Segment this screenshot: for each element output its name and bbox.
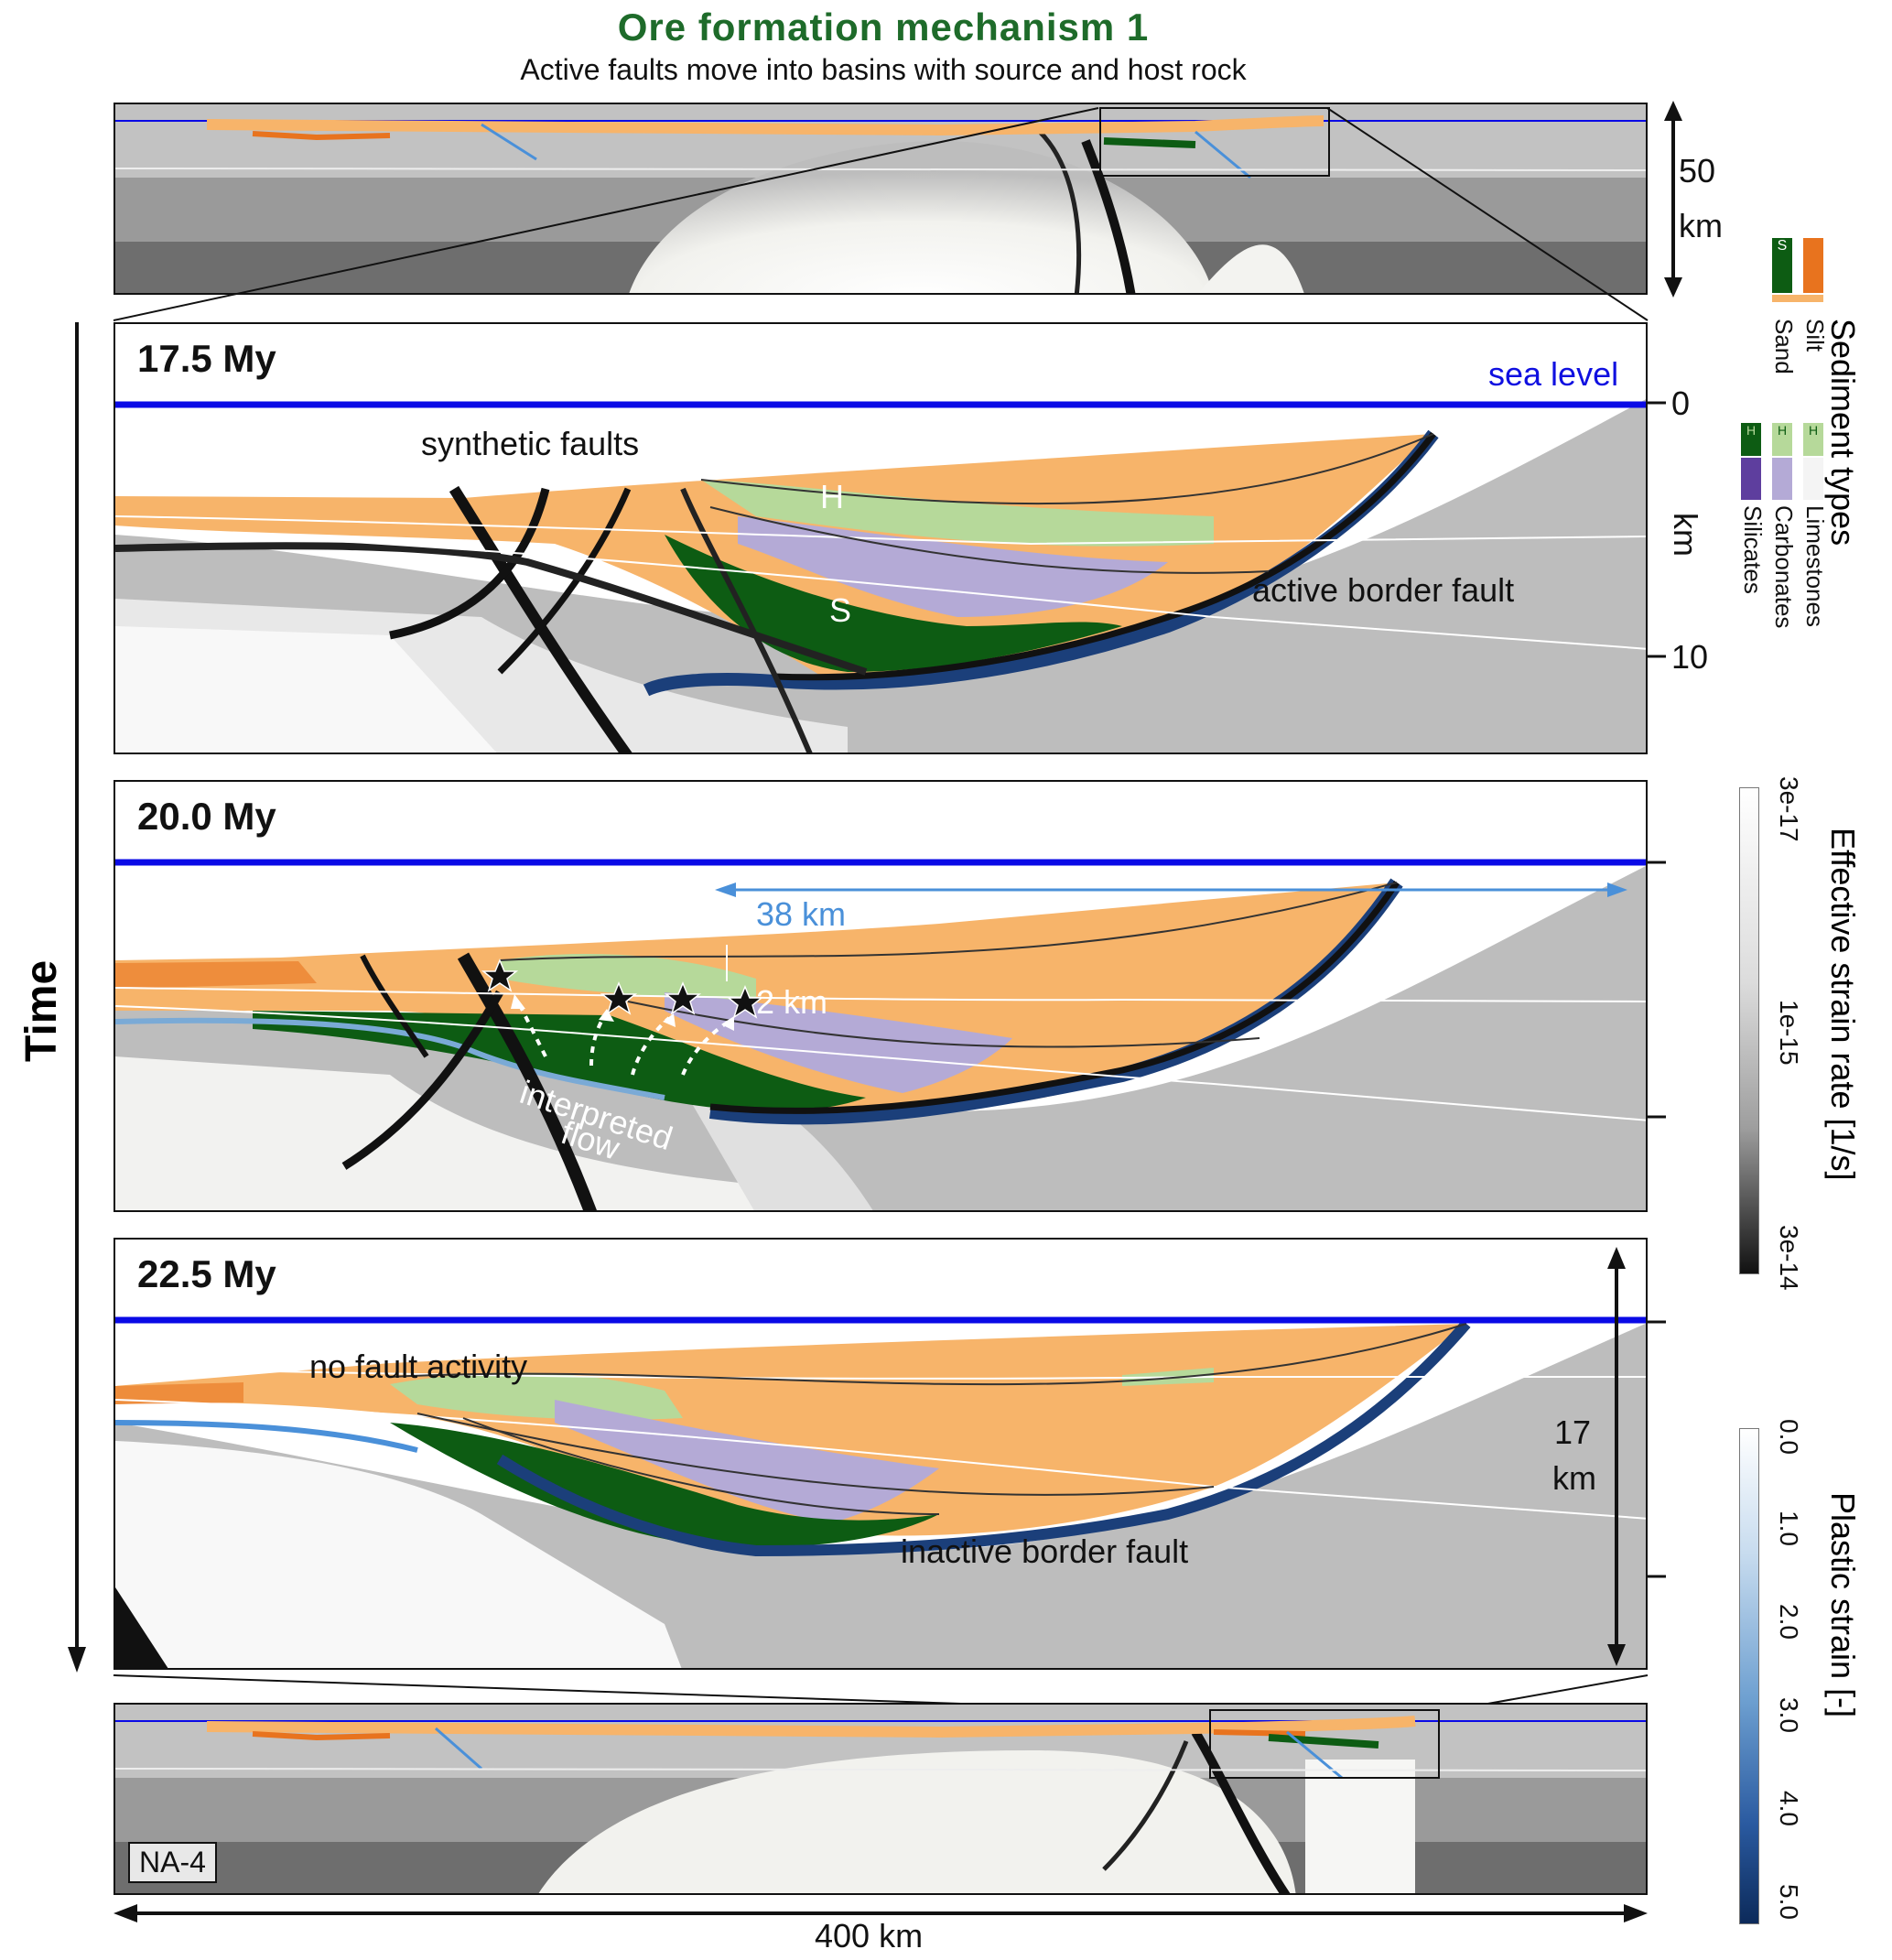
silt-label: Silt — [1801, 319, 1829, 352]
thickness-2km-label: 2 km — [756, 983, 828, 1021]
carbonate-fill — [1772, 458, 1792, 500]
panel-17-5: 17.5 My sea level synthetic faults H S a… — [114, 322, 1648, 754]
panel-17-5-time: 17.5 My — [137, 337, 276, 380]
panel-22-5-time: 22.5 My — [137, 1252, 276, 1295]
scale-unit: km — [1679, 207, 1723, 244]
host-label-H: H — [820, 478, 844, 515]
sand-swatch — [1772, 295, 1823, 302]
strain-rate-title: Effective strain rate [1/s] — [1824, 828, 1862, 1181]
carbonate-label: Carbonates — [1770, 505, 1798, 629]
plastic-tick-3: 3.0 — [1775, 1697, 1803, 1733]
panel-20-0-graphic — [115, 859, 1646, 1210]
overview-bottom-graphic — [115, 1705, 1646, 1893]
panel-20-0: 20.0 My 38 km 2 km interpreted flow — [114, 780, 1648, 1212]
silicate-host-swatch: H — [1741, 423, 1761, 456]
strain-rate-tick-3: 3e-14 — [1775, 1225, 1803, 1291]
source-label-S: S — [829, 591, 852, 629]
plastic-tick-5: 5.0 — [1775, 1884, 1803, 1920]
strain-rate-tick-1: 3e-17 — [1775, 776, 1803, 842]
plastic-tick-0: 0.0 — [1775, 1419, 1803, 1455]
width-arrow-400km — [114, 1904, 1648, 1922]
sediment-legend-title: Sediment types — [1824, 319, 1862, 547]
time-label: Time — [17, 959, 66, 1062]
distance-38km-label: 38 km — [756, 895, 847, 933]
silicate-fill — [1741, 458, 1761, 500]
sea-level-label: sea level — [1488, 355, 1619, 393]
panel-20-0-time: 20.0 My — [137, 795, 276, 838]
limestone-label: Limestones — [1801, 505, 1829, 627]
overview-bottom-panel: NA-4 — [114, 1703, 1648, 1895]
figure-title: Ore formation mechanism 1 — [617, 5, 1150, 49]
scale-value: 50 — [1679, 152, 1716, 190]
plastic-strain-title: Plastic strain [-] — [1824, 1492, 1862, 1718]
plastic-tick-1: 1.0 — [1775, 1511, 1803, 1546]
width-label: 400 km — [815, 1917, 924, 1955]
scale-arrow-50km — [1664, 101, 1682, 298]
depth-17-value: 17 — [1554, 1413, 1592, 1451]
limestone-fill — [1803, 458, 1823, 500]
depth-tick-10: 10 — [1671, 638, 1709, 676]
depth-17-unit: km — [1552, 1459, 1596, 1497]
plastic-tick-4: 4.0 — [1775, 1791, 1803, 1826]
inactive-border-fault-label: inactive border fault — [901, 1532, 1189, 1570]
strain-rate-colorbar — [1739, 787, 1759, 1274]
panel-22-5-graphic — [115, 1247, 1646, 1668]
depth-unit: km — [1667, 513, 1704, 557]
plastic-strain-colorbar — [1739, 1428, 1759, 1924]
time-arrow — [68, 322, 86, 1673]
panel-17-5-graphic — [115, 399, 1646, 753]
silicate-label: Silicates — [1739, 505, 1767, 594]
sand-label: Sand — [1770, 319, 1798, 374]
depth-axis-ticks — [1648, 401, 1666, 1578]
overview-top-panel — [114, 103, 1648, 295]
silt-swatch — [1803, 238, 1823, 293]
depth-tick-0: 0 — [1671, 384, 1691, 422]
active-border-fault-label: active border fault — [1252, 571, 1515, 609]
plastic-tick-2: 2.0 — [1775, 1604, 1803, 1640]
strain-rate-tick-2: 1e-15 — [1775, 1000, 1803, 1066]
panel-22-5: 22.5 My no fault activity inactive borde… — [114, 1238, 1648, 1670]
overview-top-graphic — [115, 104, 1646, 293]
source-swatch: S — [1772, 238, 1792, 293]
model-tag: NA-4 — [128, 1842, 217, 1883]
synthetic-faults-label: synthetic faults — [421, 425, 640, 462]
carbonate-host-swatch: H — [1772, 423, 1792, 456]
figure-subtitle: Active faults move into basins with sour… — [520, 53, 1247, 86]
no-fault-activity-label: no fault activity — [309, 1348, 528, 1385]
limestone-swatch: H — [1803, 423, 1823, 456]
